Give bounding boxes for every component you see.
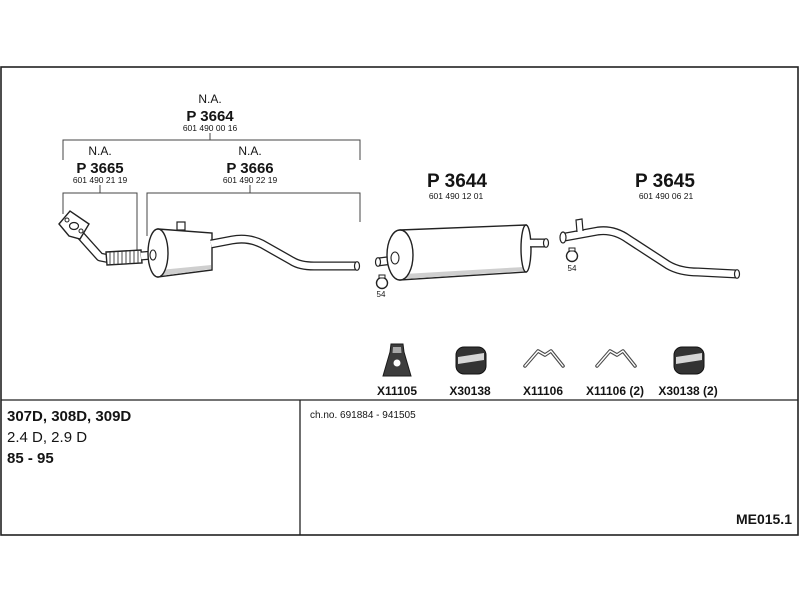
- vehicle-models: 307D, 308D, 309D: [7, 408, 131, 425]
- accessory-x11106-2: X11106 (2): [586, 349, 644, 398]
- rear-pipe-hanger: [575, 218, 584, 233]
- p3664-oem-number: 601 490 00 16: [183, 123, 238, 133]
- p3644-part-number: P 3644: [427, 171, 487, 192]
- clamp-label: 54: [568, 264, 577, 273]
- accessory-x30138: X30138: [449, 346, 491, 398]
- clamp-label: 54: [377, 290, 386, 299]
- p3645-oem-number: 601 490 06 21: [639, 191, 694, 201]
- p3665-note: N.A.: [88, 144, 111, 158]
- accessory-code: X11106: [523, 384, 563, 398]
- clamp-icon: 54: [565, 247, 579, 273]
- vehicle-info: 307D, 308D, 309D 2.4 D, 2.9 D 85 - 95: [7, 408, 131, 467]
- p3664-note: N.A.: [198, 92, 221, 106]
- p3665-oem-number: 601 490 21 19: [73, 175, 128, 185]
- group-p3666: N.A. P 3666 601 490 22 19: [146, 144, 361, 236]
- accessory-code: X11106 (2): [586, 384, 644, 398]
- accessory-x11106: X11106: [523, 349, 565, 398]
- rubber-mount-icon: [673, 346, 705, 375]
- accessory-code: X30138 (2): [658, 384, 717, 398]
- hanger-icon: [523, 349, 565, 368]
- p3644-oem-number: 601 490 12 01: [429, 191, 484, 201]
- silencer-hanger: [176, 221, 186, 231]
- p3645-part-number: P 3645: [635, 171, 695, 192]
- bracket-p3665: [62, 185, 138, 254]
- accessory-code: X11105: [377, 384, 417, 398]
- middle-silencer-drawing: [374, 224, 550, 281]
- group-p3664: N.A. P 3664 601 490 00 16: [62, 92, 361, 160]
- vehicle-years: 85 - 95: [7, 450, 54, 467]
- group-p3665: N.A. P 3665 601 490 21 19: [62, 144, 138, 254]
- chassis-range: ch.no. 691884 - 941505: [310, 410, 416, 421]
- hanger-icon: [595, 349, 637, 368]
- vehicle-engines: 2.4 D, 2.9 D: [7, 429, 87, 446]
- p3665-part-number: P 3665: [76, 160, 123, 177]
- group-p3644: P 3644 601 490 12 01: [427, 171, 487, 201]
- flex-section: [105, 249, 143, 266]
- front-silencer-drawing: [147, 221, 361, 278]
- bracket-p3664: [62, 133, 361, 160]
- accessory-x30138-2: X30138 (2): [658, 346, 718, 398]
- rubber-mount-icon: [455, 346, 487, 375]
- accessory-x11105: X11105: [377, 343, 417, 398]
- front-pipe-drawing: [58, 210, 154, 266]
- bracket-icon: [382, 343, 412, 377]
- diagram-reference: ME015.1: [736, 511, 792, 527]
- p3666-oem-number: 601 490 22 19: [223, 175, 278, 185]
- accessory-code: X30138: [449, 384, 491, 398]
- bracket-p3666: [146, 185, 361, 236]
- group-p3645: P 3645 601 490 06 21: [635, 171, 695, 201]
- clamp-icon: 54: [375, 274, 389, 299]
- p3666-part-number: P 3666: [226, 160, 273, 177]
- rear-pipe-drawing: [559, 218, 741, 279]
- p3666-note: N.A.: [238, 144, 261, 158]
- p3664-part-number: P 3664: [186, 108, 234, 125]
- outer-frame: [0, 66, 799, 536]
